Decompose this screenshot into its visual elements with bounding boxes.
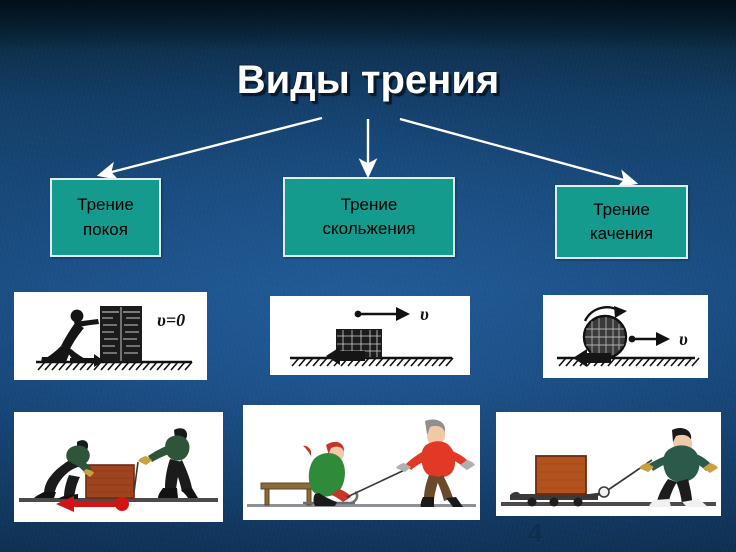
category-label-line2: покоя [83,219,128,239]
rolling-friction-diagram: υ [543,295,708,378]
category-box-trenie-skolzheniya[interactable]: Трение скольжения [283,177,455,257]
sliding-friction-diagram: υ [270,296,470,375]
svg-text:υ=0: υ=0 [157,310,185,330]
category-label-line1: Трение [77,195,134,215]
category-label-line1: Трение [593,199,650,219]
photo-pulling-sled [243,405,480,520]
category-box-trenie-pokoya[interactable]: Трение покоя [50,178,161,257]
svg-text:υ: υ [679,329,688,349]
static-friction-diagram: υ=0 [14,292,207,380]
category-label-line1: Трение [340,194,398,214]
svg-text:υ: υ [420,304,429,324]
category-label-line2: скольжения [322,219,416,238]
category-label-line2: качения [589,224,654,243]
page-title: Виды трения [236,58,500,102]
photo-pushing-crate [14,412,223,522]
photo-pulling-cart [496,412,721,516]
category-box-trenie-kacheniya[interactable]: Трение качения [555,185,688,259]
arrow-to-static [96,116,323,180]
slide-number: 4 [528,518,543,548]
arrow-to-rolling [399,117,639,188]
